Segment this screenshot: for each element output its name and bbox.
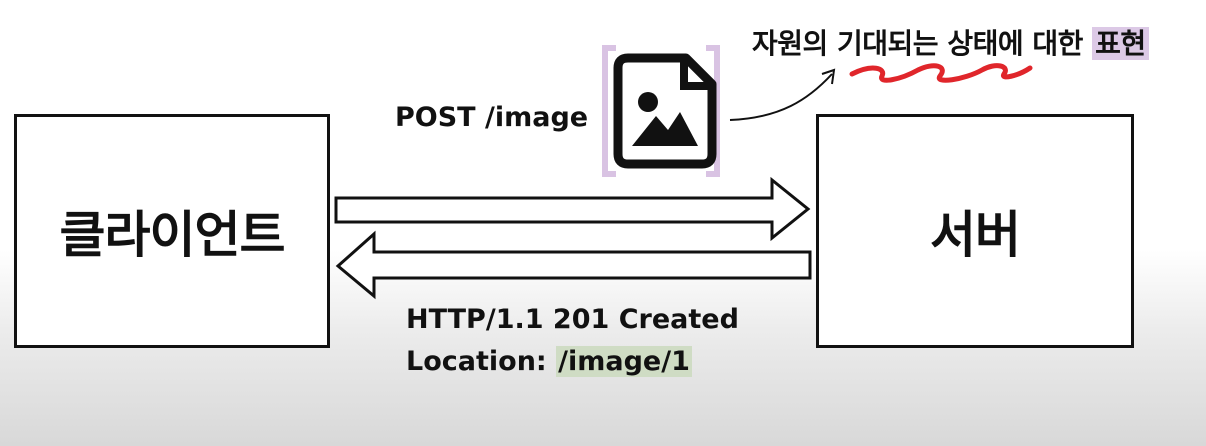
image-file-icon <box>613 53 717 169</box>
annotation-arrowhead <box>821 68 836 85</box>
client-box: 클라이언트 <box>14 114 330 348</box>
wavy-underline <box>849 63 1033 83</box>
request-arrow <box>334 176 811 242</box>
annotation-caption: 자원의 기대되는 상태에 대한 표현 <box>752 22 1149 62</box>
server-label: 서버 <box>930 206 1021 264</box>
location-value: /image/1 <box>556 346 692 377</box>
server-box: 서버 <box>816 114 1134 348</box>
annotation-arrow <box>729 73 833 121</box>
response-status-line: HTTP/1.1 201 Created <box>406 304 739 335</box>
annotation-text: 자원의 기대되는 상태에 대한 <box>752 27 1093 60</box>
annotation-highlight: 표현 <box>1092 27 1149 60</box>
location-key: Location: <box>406 346 557 377</box>
response-location-header: Location: /image/1 <box>406 346 692 377</box>
client-label: 클라이언트 <box>59 206 286 264</box>
request-line: POST /image <box>395 102 589 133</box>
resource-brackets <box>602 45 720 177</box>
response-arrow <box>335 230 812 300</box>
